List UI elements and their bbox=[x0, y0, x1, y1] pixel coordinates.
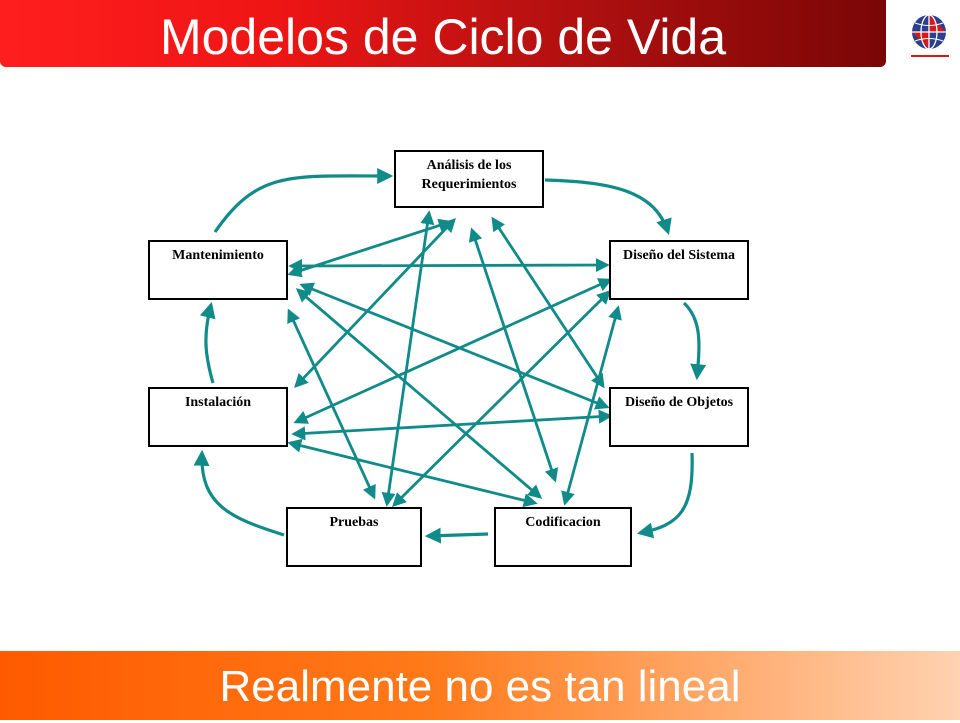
title-bar bbox=[0, 0, 886, 67]
link-analisis-pruebas bbox=[381, 210, 435, 507]
link-analisis-codificacion bbox=[468, 227, 559, 483]
node-pruebas: Pruebas bbox=[286, 507, 422, 567]
slide-footer: Realmente no es tan lineal bbox=[219, 662, 741, 711]
arrow-codificacion-to-pruebas bbox=[424, 527, 489, 544]
arrow-analisis-to-diseno-sistema bbox=[544, 178, 672, 236]
arrow-diseno-objetos-to-codificacion bbox=[636, 452, 694, 539]
node-diseno-objetos: Diseño de Objetos bbox=[609, 387, 749, 447]
link-analisis-diseno-objetos bbox=[491, 216, 605, 389]
link-diseno-sistema-codificacion bbox=[561, 305, 622, 506]
slide-title: Modelos de Ciclo de Vida bbox=[159, 9, 727, 65]
arrow-instalacion-to-mantenimiento bbox=[199, 301, 216, 384]
globe-logo-icon bbox=[911, 14, 949, 57]
arrow-mantenimiento-to-analisis bbox=[213, 167, 394, 233]
node-diseno-sistema: Diseño del Sistema bbox=[609, 240, 749, 300]
node-mantenimiento: Mantenimiento bbox=[148, 240, 288, 300]
link-mantenimiento-pruebas bbox=[287, 308, 376, 500]
link-mantenimiento-diseno-sistema bbox=[288, 258, 610, 273]
node-analisis: Análisis de los Requerimientos bbox=[394, 150, 544, 208]
link-instalacion-codificacion bbox=[287, 438, 538, 508]
arrow-pruebas-to-instalacion bbox=[193, 449, 285, 537]
node-instalacion: Instalación bbox=[148, 387, 288, 447]
link-diseno-objetos-instalacion bbox=[291, 409, 613, 441]
footer-bar bbox=[0, 651, 960, 720]
node-codificacion: Codificacion bbox=[494, 507, 632, 567]
arrow-diseno-sistema-to-diseno-objetos bbox=[682, 301, 707, 381]
